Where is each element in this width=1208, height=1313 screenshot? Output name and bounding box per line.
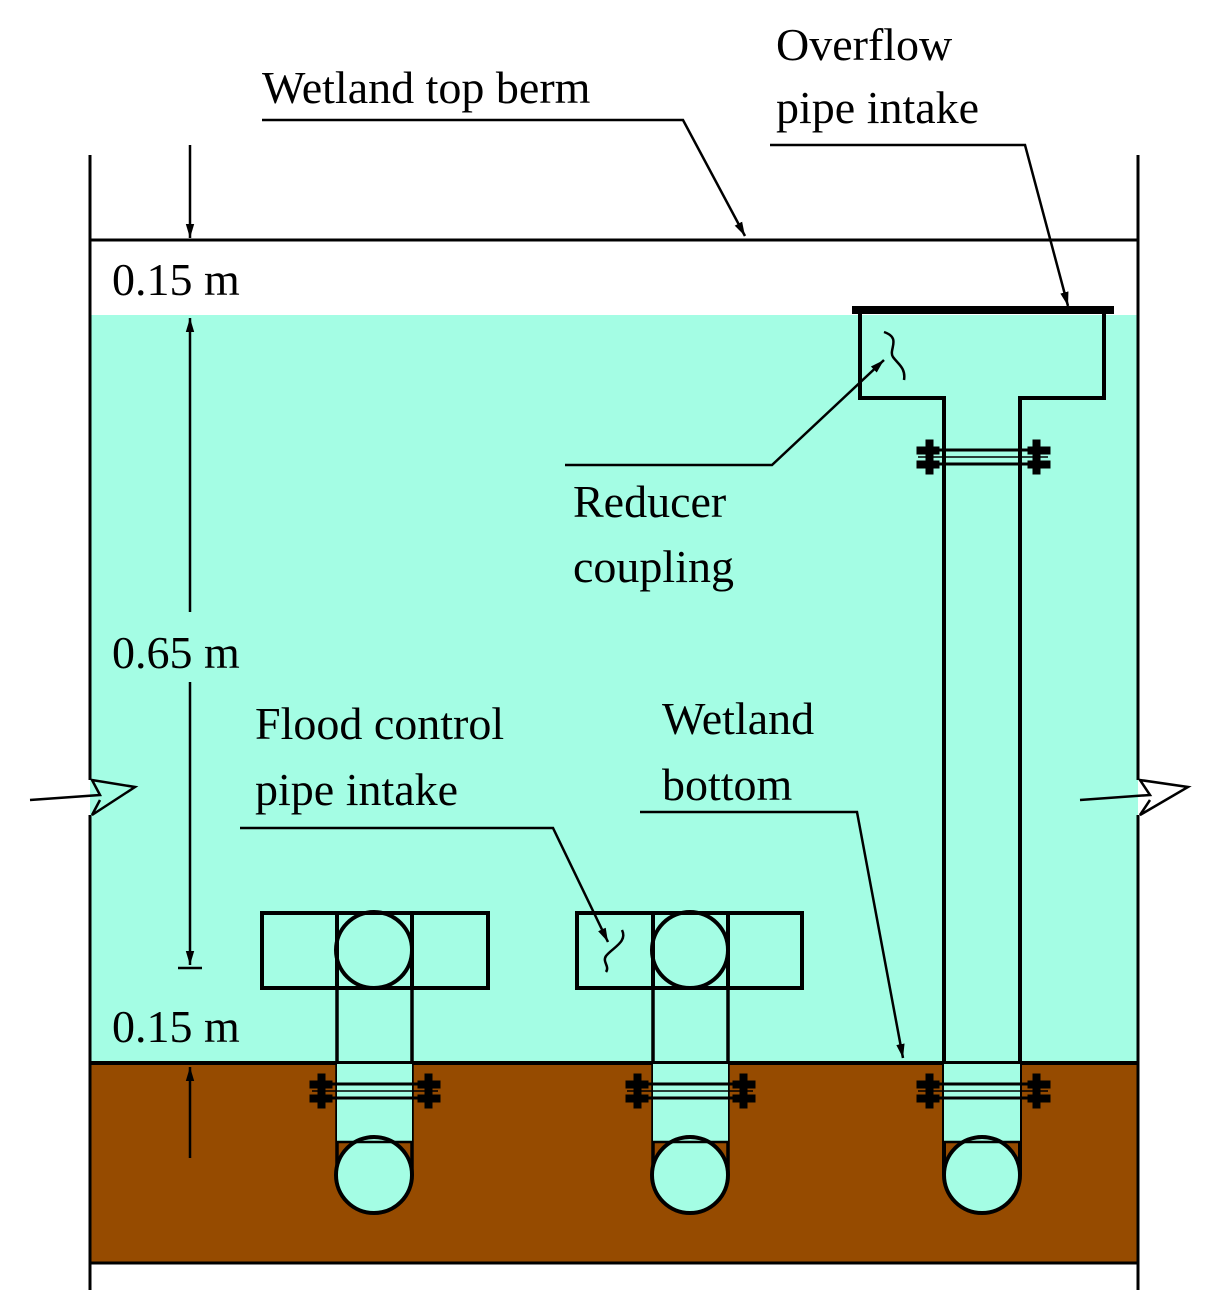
section-outline [88,155,1140,1290]
leader-top-berm [262,118,747,237]
dim-water-depth-label: 0.65 m [112,627,240,678]
water-zone [90,315,1138,1063]
label-overflow-line1: Overflow [776,19,953,70]
leader-wetland-bottom [640,810,905,1059]
pipe-flange-overflow-lower [916,1073,1051,1109]
label-bottom-line1: Wetland [662,693,814,744]
label-flood-line1: Flood control [255,698,504,749]
leader-overflow [770,143,1070,307]
pipe-flange-middle [625,1073,756,1109]
label-reducer-line1: Reducer [573,476,726,527]
flood-control-pipe-middle [575,910,804,1215]
leader-flood [240,826,610,943]
pipe-flange-overflow-upper [916,439,1051,475]
break-mark-flood [603,929,625,973]
break-mark-reducer [883,330,906,381]
label-overflow-line2: pipe intake [776,82,979,133]
flood-control-pipe-left [260,910,490,1215]
label-reducer-line2: coupling [573,541,734,592]
pipe-flange-left [309,1073,441,1109]
dim-freeboard-label: 0.15 m [112,254,240,305]
dimension-bottom-offset: 0.15 m [112,1001,240,1158]
label-top-berm: Wetland top berm [262,62,591,113]
label-flood-line2: pipe intake [255,764,458,815]
break-symbol-left [29,778,139,817]
dimension-water-depth: 0.65 m [112,318,240,970]
leader-reducer [565,359,885,467]
dimension-freeboard: 0.15 m [112,145,240,305]
break-symbol-right [1079,778,1192,817]
overflow-pipe [852,306,1114,1215]
label-bottom-line2: bottom [662,759,793,810]
dim-bottom-offset-label: 0.15 m [112,1001,240,1052]
